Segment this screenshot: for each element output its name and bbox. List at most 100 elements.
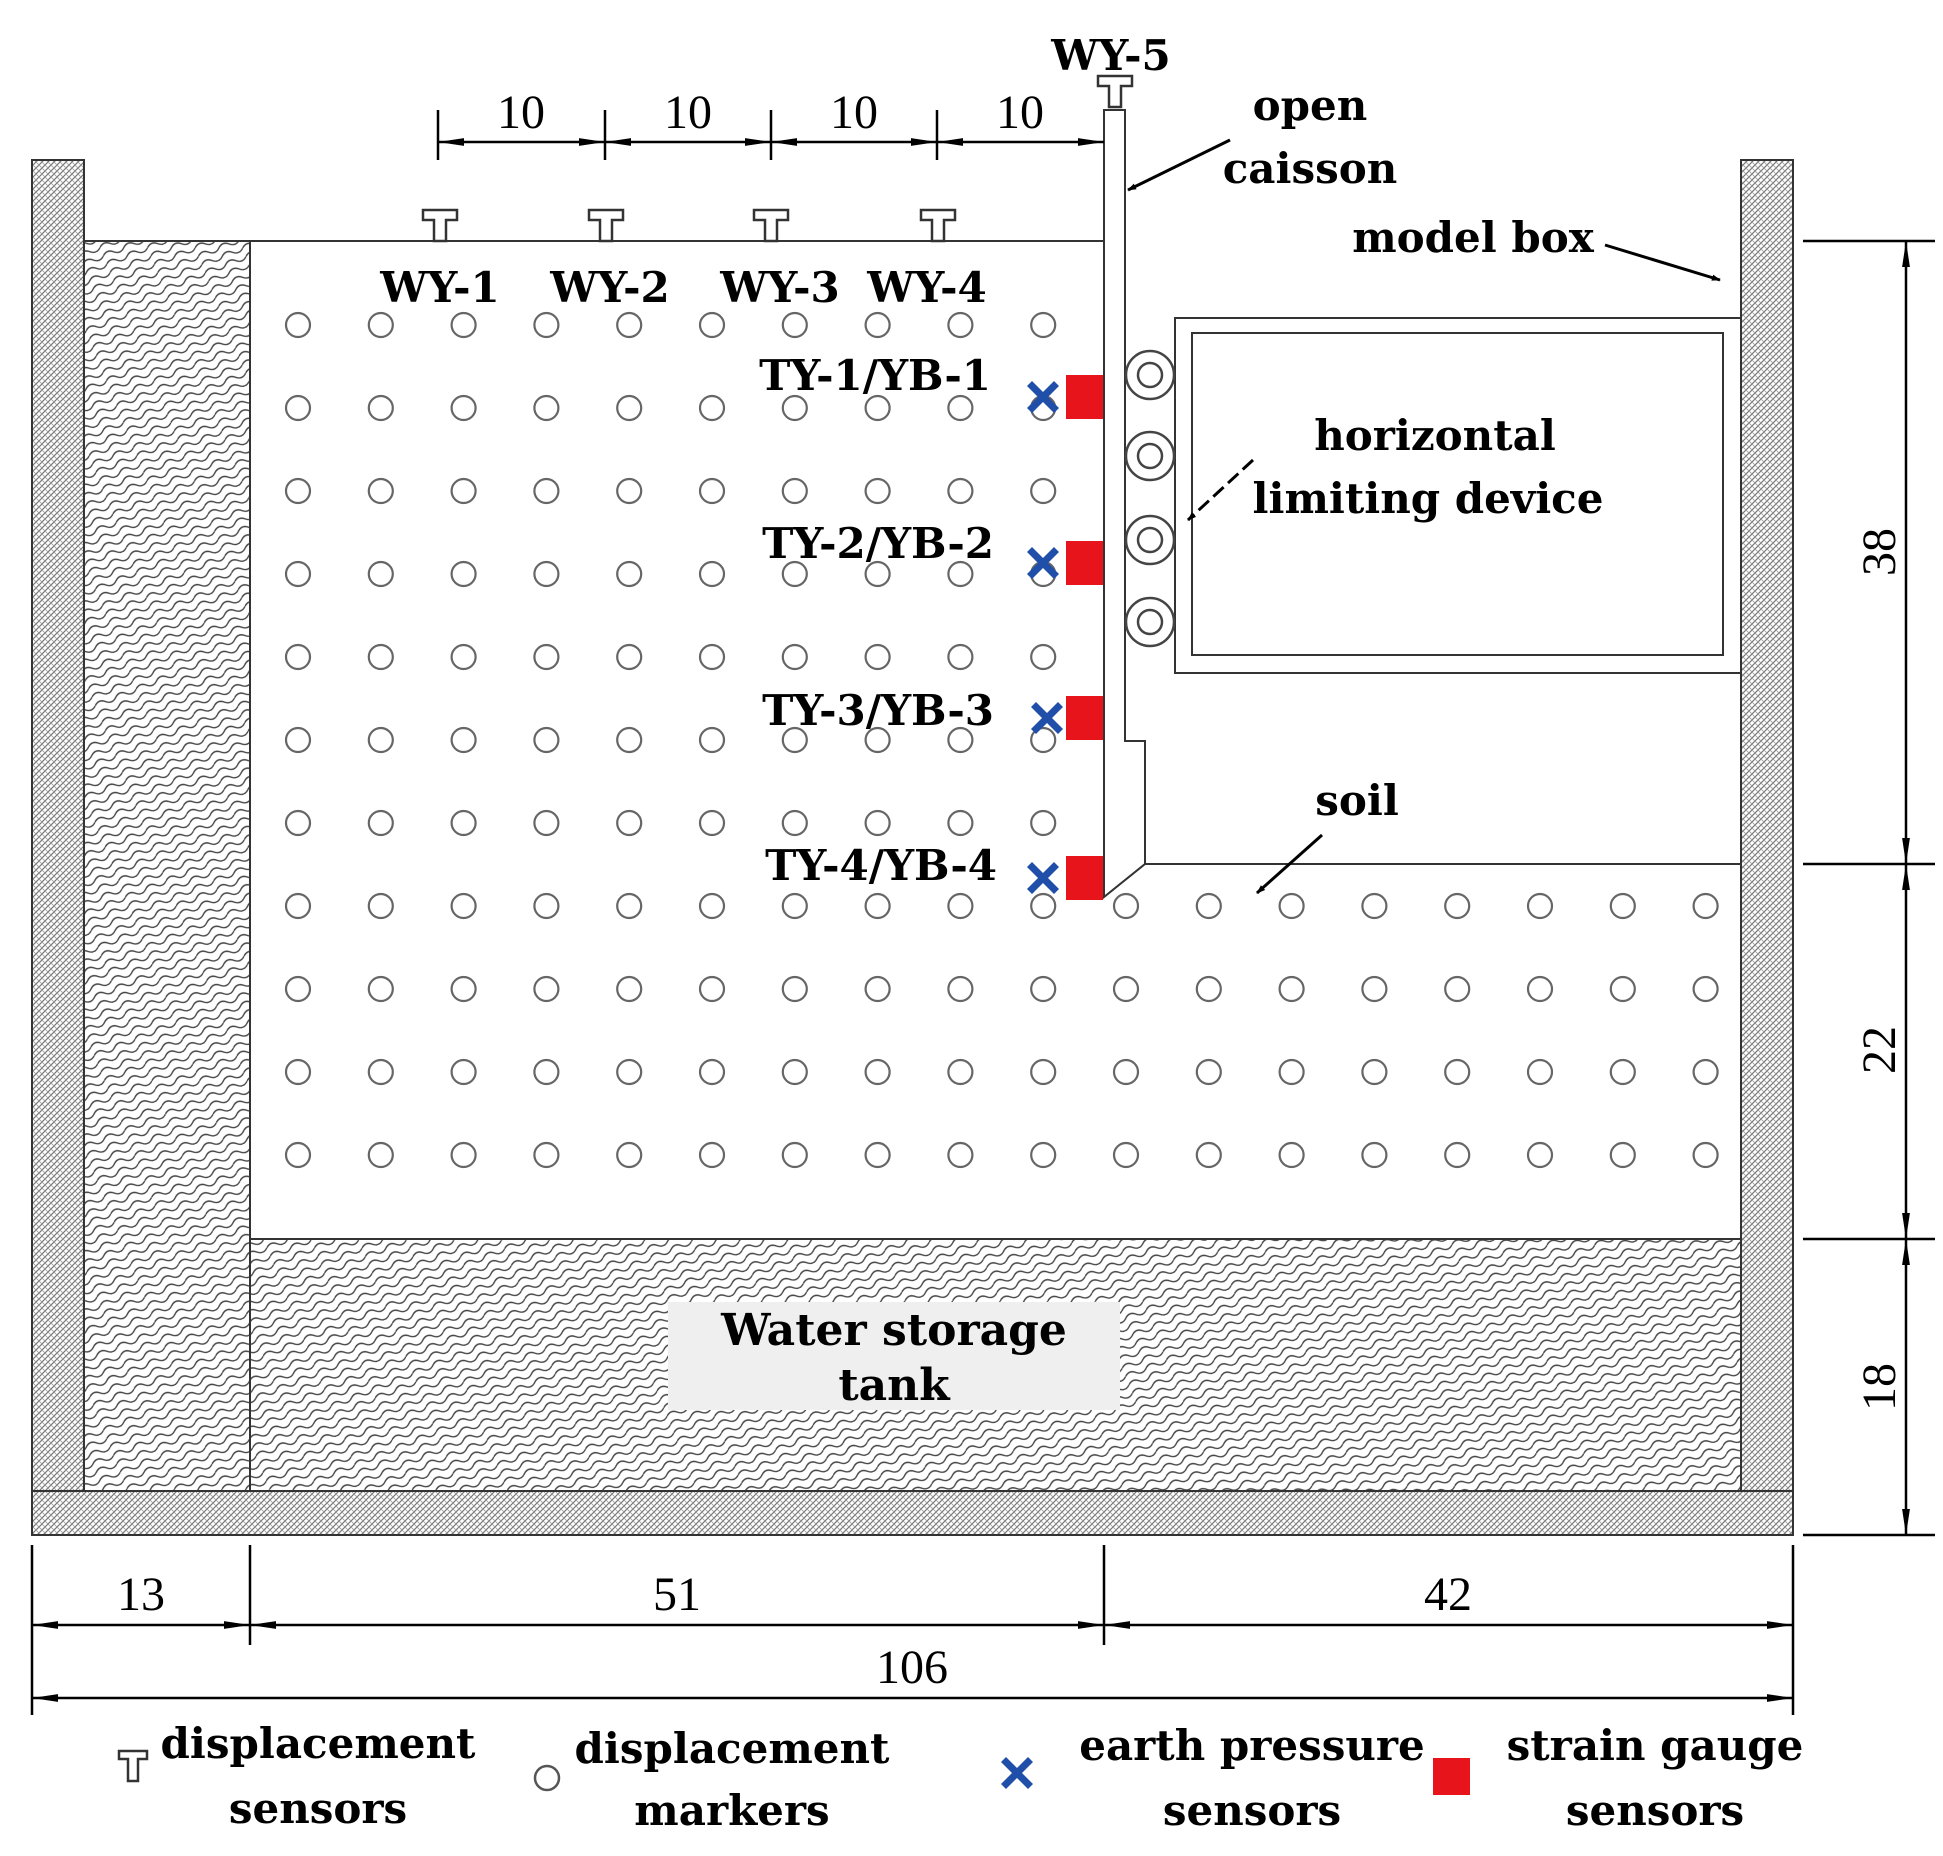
displacement-marker (698, 1058, 726, 1086)
displacement-marker (1112, 1058, 1140, 1086)
open-caisson-label-line1: open (1253, 81, 1368, 130)
displacement-marker (947, 311, 974, 339)
right-wall (1740, 159, 1794, 1536)
displacement-marker (947, 1141, 974, 1169)
limiting-device-label-line2: limiting device (1253, 474, 1604, 523)
water-storage-tank-label-line2: tank (838, 1360, 951, 1411)
displacement-marker (1278, 975, 1305, 1003)
displacement-marker (864, 311, 891, 339)
displacement-marker (284, 892, 312, 920)
displacement-marker (1692, 1058, 1719, 1086)
displacement-marker (1361, 892, 1388, 920)
right-dim-label-2: 22 (1853, 1026, 1906, 1074)
displacement-marker (864, 726, 891, 754)
displacement-marker (450, 643, 477, 671)
displacement-marker (698, 809, 726, 837)
displacement-marker (367, 394, 394, 422)
displacement-marker (947, 394, 974, 422)
displacement-marker (1030, 643, 1057, 671)
sensor-pair-label-4: TY-4/YB-4 (765, 841, 997, 890)
displacement-marker (1195, 1141, 1222, 1169)
total-width-label: 106 (876, 1641, 948, 1694)
displacement-marker (533, 394, 560, 422)
strain-gauge-sensor (1066, 696, 1103, 740)
displacement-marker (367, 726, 394, 754)
model-box-arrow (1604, 243, 1721, 282)
roller (1124, 514, 1176, 566)
legend-strain-gauge-line1: strain gauge (1507, 1721, 1804, 1770)
displacement-marker (616, 477, 643, 505)
displacement-marker (1444, 1058, 1471, 1086)
bottom-dim-label-2: 51 (653, 1568, 701, 1621)
displacement-marker (450, 477, 477, 505)
displacement-marker (533, 809, 560, 837)
left-fill-region (83, 240, 251, 1492)
displacement-marker (450, 892, 477, 920)
displacement-marker (1444, 1141, 1471, 1169)
displacement-marker (533, 643, 560, 671)
displacement-marker (781, 394, 808, 422)
displacement-marker (1692, 975, 1719, 1003)
displacement-marker (864, 1141, 891, 1169)
displacement-marker (367, 560, 394, 588)
displacement-marker (616, 726, 643, 754)
displacement-marker (450, 975, 477, 1003)
displacement-marker (367, 643, 394, 671)
displacement-marker (1030, 809, 1057, 837)
displacement-marker (781, 726, 808, 754)
displacement-marker (698, 311, 726, 339)
displacement-marker (616, 560, 643, 588)
bottom-wall (31, 1490, 1794, 1536)
displacement-marker (1526, 892, 1554, 920)
displacement-marker (1112, 892, 1140, 920)
displacement-marker (698, 975, 726, 1003)
displacement-marker (616, 892, 643, 920)
horizontal-limiting-device (1174, 317, 1742, 674)
sensor-pair-label-3: TY-3/YB-3 (762, 686, 994, 735)
displacement-marker-grid (284, 311, 1719, 1169)
displacement-marker (864, 643, 891, 671)
displacement-marker (367, 809, 394, 837)
surface-sensor-label-3: WY-3 (719, 263, 840, 312)
displacement-marker (698, 892, 726, 920)
displacement-marker (864, 1058, 891, 1086)
displacement-marker (698, 394, 726, 422)
legend-displacement-sensors-line1: displacement (161, 1719, 476, 1768)
left-wall (31, 159, 85, 1536)
displacement-marker (533, 1058, 560, 1086)
displacement-marker (1030, 1141, 1057, 1169)
displacement-marker (1112, 975, 1140, 1003)
displacement-marker (1030, 726, 1057, 754)
displacement-marker (616, 1141, 643, 1169)
displacement-marker (1444, 892, 1471, 920)
displacement-marker (947, 892, 974, 920)
displacement-marker (781, 1058, 808, 1086)
water-storage-tank-label-line1: Water storage (720, 1305, 1067, 1356)
displacement-marker (1030, 477, 1057, 505)
legend-earth-pressure-line1: earth pressure (1079, 1721, 1425, 1770)
displacement-marker (698, 726, 726, 754)
displacement-marker (864, 809, 891, 837)
roller (1124, 596, 1176, 648)
displacement-marker (1030, 311, 1057, 339)
legend-displacement-markers-line1: displacement (575, 1724, 890, 1773)
surface-sensor-label-2: WY-2 (549, 263, 670, 312)
displacement-marker (698, 560, 726, 588)
open-caisson (1103, 109, 1146, 900)
water-storage-tank-label-bg (668, 1302, 1120, 1410)
displacement-marker (616, 1058, 643, 1086)
legend-displacement-markers-line2: markers (634, 1786, 829, 1835)
displacement-marker (284, 394, 312, 422)
right-dim-label-3: 18 (1853, 1363, 1906, 1411)
displacement-marker (616, 975, 643, 1003)
top-dim-label-2: 10 (664, 86, 712, 139)
displacement-marker (284, 643, 312, 671)
displacement-marker (616, 643, 643, 671)
bottom-dim-label-1: 13 (117, 1568, 165, 1621)
displacement-marker (450, 726, 477, 754)
displacement-marker (1030, 975, 1057, 1003)
limiting-device-inner-frame (1191, 332, 1724, 656)
displacement-marker (1692, 892, 1719, 920)
earth-pressure-sensor (1027, 547, 1059, 579)
displacement-marker (533, 975, 560, 1003)
